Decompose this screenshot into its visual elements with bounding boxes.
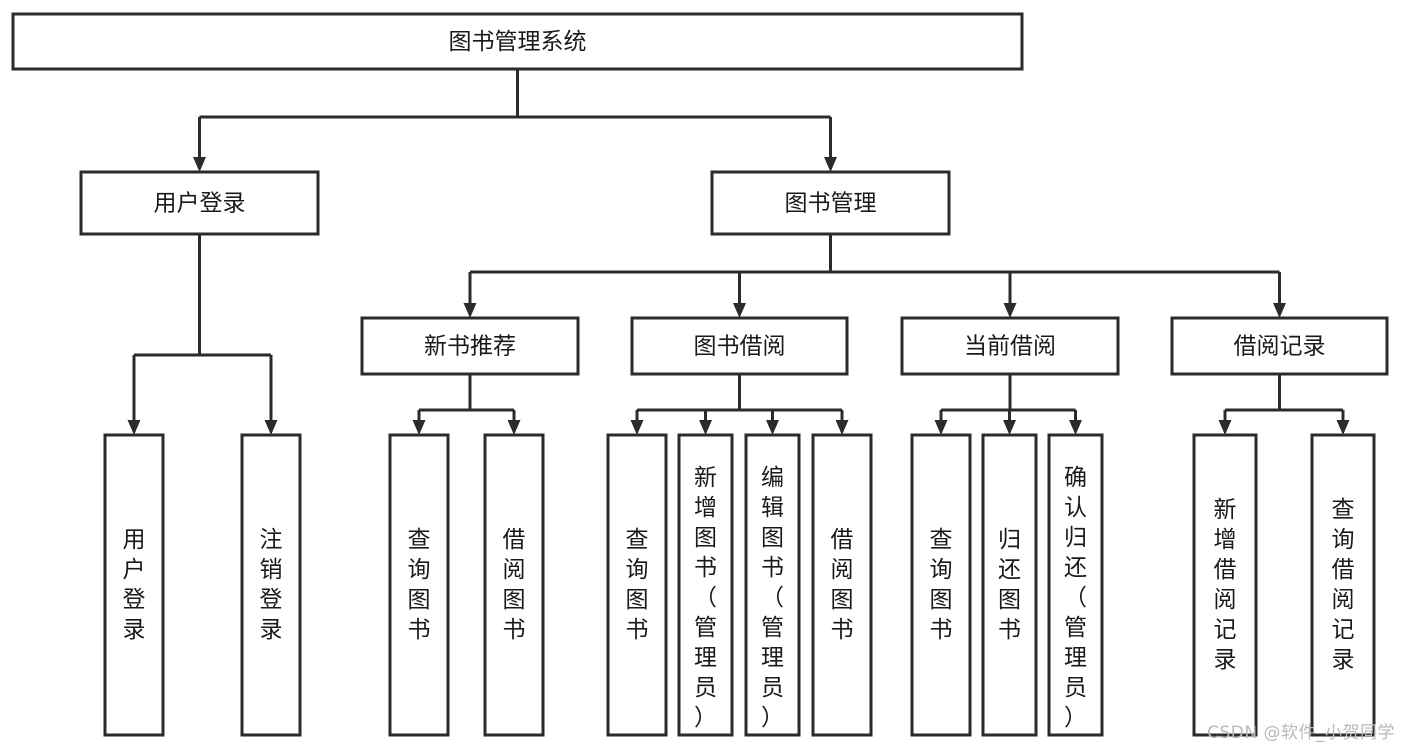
arrow-head-icon xyxy=(630,420,644,435)
arrow-head-icon xyxy=(507,420,521,435)
node-leaf-borrow-add[interactable]: 新增图书（管理员） xyxy=(677,433,734,737)
node-label: 图书管理 xyxy=(785,191,877,217)
node-box xyxy=(1310,433,1376,737)
node-box xyxy=(677,433,734,737)
arrow-head-icon xyxy=(127,420,141,435)
arrow-head-icon xyxy=(1069,420,1082,435)
node-leaf-logout[interactable]: 注销登录 xyxy=(240,433,302,737)
node-leaf-borrow-query[interactable]: 查询图书 xyxy=(606,433,668,737)
node-label: 注销登录 xyxy=(260,527,283,643)
arrow-head-icon xyxy=(934,420,948,435)
node-label: 查询图书 xyxy=(626,527,649,643)
node-leaf-cur-confirm[interactable]: 确认归还（管理员） xyxy=(1047,433,1104,737)
node-box xyxy=(1047,433,1104,737)
arrow-head-icon xyxy=(1336,420,1350,435)
node-box xyxy=(483,433,545,737)
node-box xyxy=(910,433,972,737)
arrow-head-icon xyxy=(1003,420,1016,435)
node-leaf-rec-query2[interactable]: 查询借阅记录 xyxy=(1310,433,1376,737)
node-box xyxy=(360,316,580,376)
node-label: 查询图书 xyxy=(408,527,431,643)
connector-layer xyxy=(127,69,1350,435)
node-label: 新增借阅记录 xyxy=(1214,497,1237,673)
node-label: 归还图书 xyxy=(998,527,1021,643)
node-label: 借阅图书 xyxy=(503,527,526,643)
node-box xyxy=(744,433,801,737)
node-book-manage[interactable]: 图书管理 xyxy=(710,170,951,236)
node-leaf-borrow-lend[interactable]: 借阅图书 xyxy=(811,433,873,737)
node-box xyxy=(1192,433,1258,737)
node-label: 图书管理系统 xyxy=(449,29,587,55)
node-box xyxy=(103,433,165,737)
arrow-head-icon xyxy=(463,303,477,318)
node-label: 用户登录 xyxy=(154,191,246,217)
node-label: 图书借阅 xyxy=(694,334,786,360)
arrow-head-icon xyxy=(1273,303,1286,318)
node-current-borrow[interactable]: 当前借阅 xyxy=(900,316,1120,376)
node-new-book-rec[interactable]: 新书推荐 xyxy=(360,316,580,376)
node-box xyxy=(388,433,450,737)
node-label: 用户登录 xyxy=(123,527,146,643)
node-root[interactable]: 图书管理系统 xyxy=(11,12,1024,71)
node-label: 查询借阅记录 xyxy=(1332,497,1355,673)
node-box xyxy=(710,170,951,236)
node-box xyxy=(900,316,1120,376)
node-box xyxy=(811,433,873,737)
arrow-head-icon xyxy=(1003,303,1017,318)
watermark-label: CSDN @软件_小贺同学 xyxy=(1207,723,1395,743)
arrow-head-icon xyxy=(835,420,849,435)
node-layer: 图书管理系统用户登录图书管理新书推荐图书借阅当前借阅借阅记录用户登录注销登录查询… xyxy=(11,12,1389,737)
node-leaf-rec-add[interactable]: 新增借阅记录 xyxy=(1192,433,1258,737)
node-leaf-rec-query[interactable]: 查询图书 xyxy=(388,433,450,737)
arrow-head-icon xyxy=(1218,420,1232,435)
node-box xyxy=(981,433,1038,737)
node-leaf-cur-query[interactable]: 查询图书 xyxy=(910,433,972,737)
arrow-head-icon xyxy=(766,420,779,435)
node-label: 查询图书 xyxy=(930,527,953,643)
node-label: 借阅记录 xyxy=(1234,334,1326,360)
node-label: 新增图书（管理员） xyxy=(694,465,717,731)
arrow-head-icon xyxy=(193,157,206,172)
node-label: 确认归还（管理员） xyxy=(1064,465,1087,731)
arrow-head-icon xyxy=(699,420,712,435)
node-leaf-cur-return[interactable]: 归还图书 xyxy=(981,433,1038,737)
node-box xyxy=(630,316,849,376)
node-box xyxy=(1170,316,1389,376)
arrow-head-icon xyxy=(412,420,426,435)
node-box xyxy=(11,12,1024,71)
node-box xyxy=(79,170,320,236)
node-leaf-user-login[interactable]: 用户登录 xyxy=(103,433,165,737)
node-book-borrow[interactable]: 图书借阅 xyxy=(630,316,849,376)
node-label: 借阅图书 xyxy=(831,527,854,643)
node-borrow-record[interactable]: 借阅记录 xyxy=(1170,316,1389,376)
node-label: 编辑图书（管理员） xyxy=(761,465,784,731)
arrow-head-icon xyxy=(264,420,278,435)
node-label: 新书推荐 xyxy=(424,334,516,360)
arrow-head-icon xyxy=(824,157,837,172)
node-leaf-borrow-edit[interactable]: 编辑图书（管理员） xyxy=(744,433,801,737)
node-leaf-rec-borrow[interactable]: 借阅图书 xyxy=(483,433,545,737)
node-label: 当前借阅 xyxy=(964,334,1056,360)
node-user-login[interactable]: 用户登录 xyxy=(79,170,320,236)
node-box xyxy=(606,433,668,737)
arrow-head-icon xyxy=(733,303,746,318)
node-box xyxy=(240,433,302,737)
